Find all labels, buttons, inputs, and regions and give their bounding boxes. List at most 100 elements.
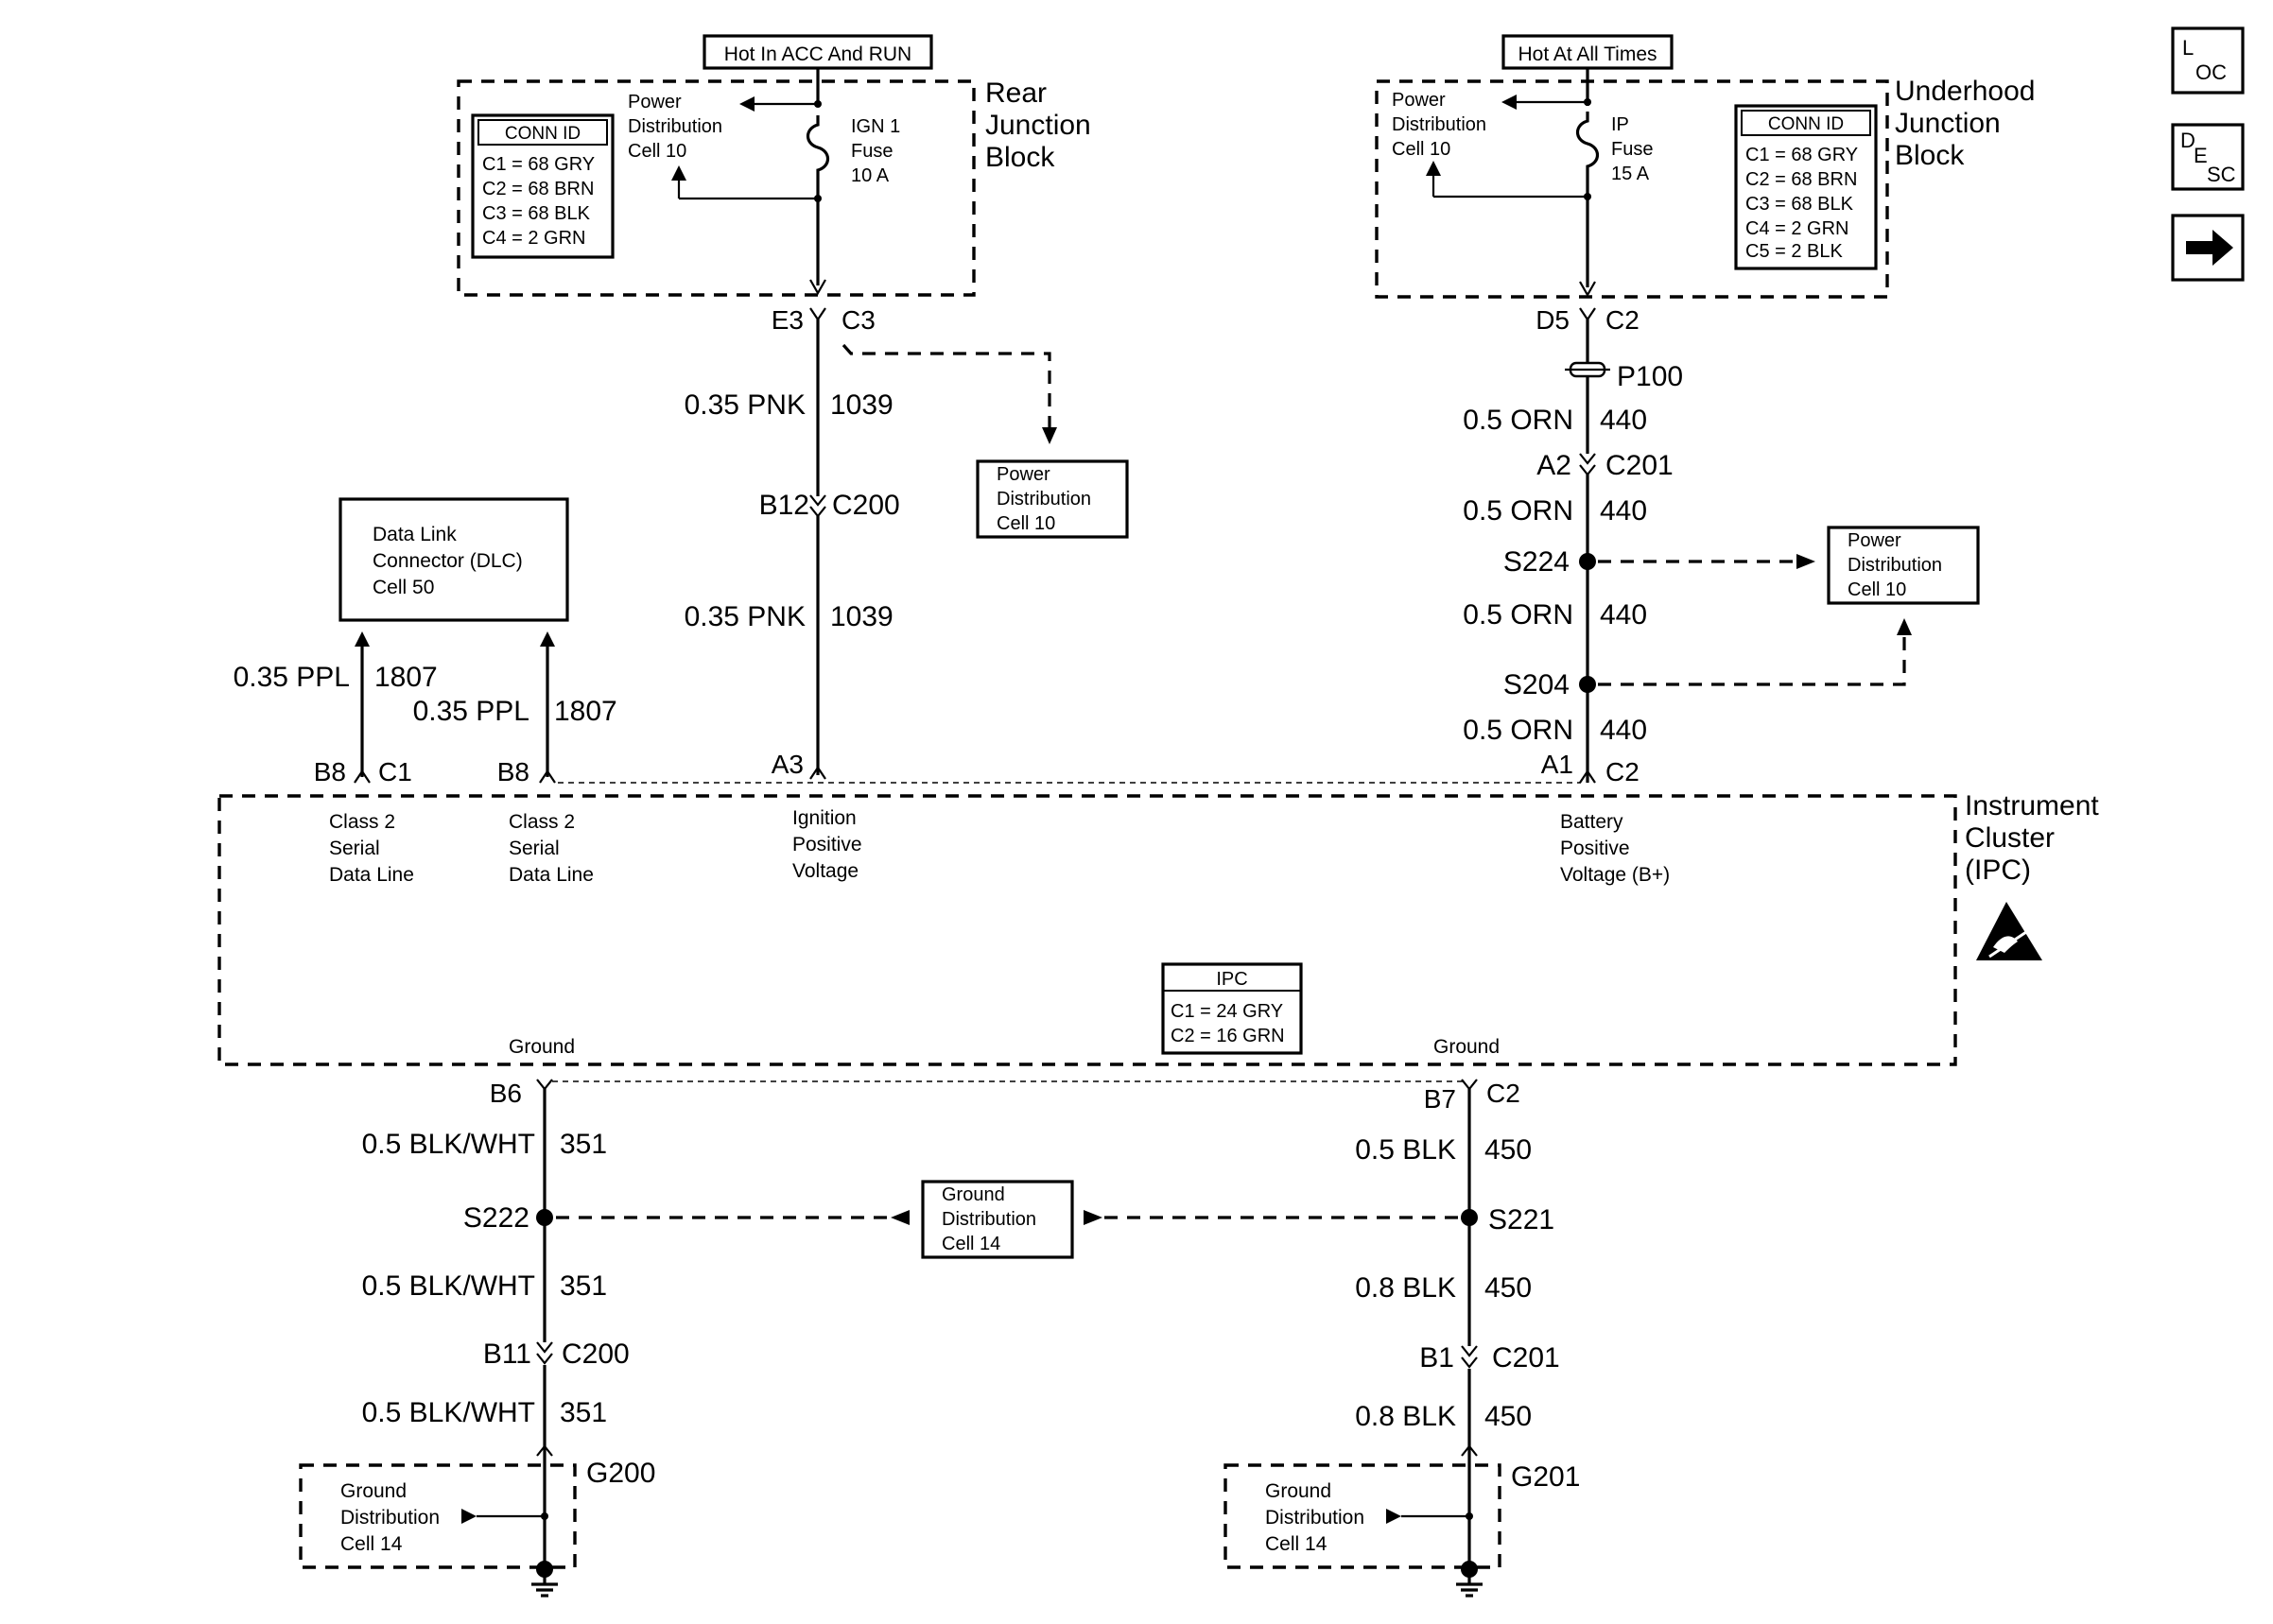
ground-g201-icon [1456, 1569, 1483, 1598]
next-button[interactable] [2171, 214, 2245, 282]
ground-right-label: Ground [1433, 1036, 1500, 1058]
ipc-name-3: (IPC) [1965, 855, 2031, 886]
g200-ground-box [299, 1463, 577, 1569]
rear-pd-ref-2: Distribution [628, 116, 722, 137]
ground-g200-icon [531, 1569, 558, 1598]
battery-3: Voltage (B+) [1560, 864, 1670, 886]
splice-s221-label: S221 [1488, 1204, 1554, 1235]
batt-wire3-size: 0.5 ORN [1463, 599, 1573, 631]
svg-text:Cell 50: Cell 50 [373, 577, 434, 598]
uh-out-conn: C2 [1605, 305, 1640, 335]
g200-gd-1: Ground [340, 1480, 407, 1502]
svg-text:C2 = 16 GRN: C2 = 16 GRN [1171, 1026, 1285, 1046]
batt-pd-ref-box[interactable]: Power Distribution Cell 10 [1827, 526, 1980, 605]
gnd-right-wire1-size: 0.5 BLK [1355, 1134, 1456, 1166]
dlc-conn-a: C1 [378, 757, 412, 786]
rear-pd-ref-3: Cell 10 [628, 141, 686, 162]
svg-text:Cell 14: Cell 14 [942, 1234, 1000, 1254]
batt-inline-conn: C201 [1605, 450, 1674, 481]
splice-s204-label: S204 [1503, 669, 1570, 700]
rear-fuse-2: Fuse [851, 141, 893, 162]
uh-jb-name-1: Underhood [1895, 76, 2035, 107]
gnd-left-inline-pin: B11 [483, 1339, 531, 1370]
uh-jb-name-3: Block [1895, 140, 1965, 171]
dlc-wire-b-num: 1807 [554, 696, 617, 727]
battery-2: Positive [1560, 838, 1630, 859]
dlc-wire-a-num: 1807 [374, 662, 438, 693]
gd-center-box[interactable]: Ground Distribution Cell 14 [921, 1180, 1074, 1259]
gnd-right-wire1-num: 450 [1484, 1134, 1532, 1166]
svg-text:C3 = 68 BLK: C3 = 68 BLK [1745, 194, 1854, 215]
ign-ipc-pin: A3 [772, 750, 804, 779]
svg-text:Power: Power [1848, 530, 1901, 551]
gnd-right-wire3-size: 0.8 BLK [1355, 1401, 1456, 1432]
batt-wire4-size: 0.5 ORN [1463, 715, 1573, 746]
ip-fuse-icon [1575, 112, 1600, 176]
g201-ground-box [1223, 1463, 1501, 1569]
uh-fuse-2: Fuse [1611, 139, 1653, 160]
dlc-pin-a: B8 [314, 757, 346, 786]
svg-text:Cell 10: Cell 10 [1848, 579, 1906, 600]
g201-gd-2: Distribution [1265, 1507, 1364, 1529]
desc-label-top: D [2180, 129, 2195, 152]
desc-button[interactable]: D E SC [2171, 123, 2245, 191]
dlc-pin-b: B8 [497, 757, 529, 786]
svg-text:C4 = 2 GRN: C4 = 2 GRN [1745, 218, 1848, 239]
g200-label: G200 [586, 1458, 655, 1489]
gnd-left-pin: B6 [490, 1079, 522, 1108]
p100-label: P100 [1617, 361, 1683, 392]
ign-wire1-size: 0.35 PNK [685, 389, 806, 421]
gnd-right-wire2-size: 0.8 BLK [1355, 1272, 1456, 1304]
rear-fuse-3: 10 A [851, 165, 890, 186]
svg-text:C5 = 2 BLK: C5 = 2 BLK [1745, 241, 1844, 262]
loc-label-top: L [2182, 36, 2194, 60]
esd-warning-icon [1976, 902, 2047, 960]
splice-s221-icon [1461, 1209, 1478, 1226]
batt-wire4-num: 440 [1600, 715, 1647, 746]
g200-gd-3: Cell 14 [340, 1533, 403, 1555]
svg-text:Distribution: Distribution [997, 489, 1091, 510]
ipc-name-1: Instrument [1965, 790, 2099, 821]
loc-button[interactable]: L OC [2171, 26, 2245, 95]
desc-label-bottom: SC [2207, 163, 2236, 186]
svg-text:CONN ID: CONN ID [1768, 114, 1844, 134]
battery-1: Battery [1560, 811, 1623, 833]
svg-text:Data Link: Data Link [373, 524, 457, 545]
svg-text:C2 = 68 BRN: C2 = 68 BRN [482, 179, 594, 199]
batt-wire1-num: 440 [1600, 405, 1647, 436]
ign-inline-conn: C200 [832, 490, 900, 521]
ign-wire2-num: 1039 [830, 601, 894, 632]
g201-gd-3: Cell 14 [1265, 1533, 1327, 1555]
uh-fuse-1: IP [1611, 114, 1629, 135]
p100-passthrough-icon [1565, 361, 1610, 378]
dlc-box[interactable]: Data Link Connector (DLC) Cell 50 [338, 497, 569, 622]
rear-fuse-1: IGN 1 [851, 116, 900, 137]
batt-ipc-conn: C2 [1605, 757, 1640, 786]
rear-out-pin: E3 [772, 305, 804, 335]
rear-conn-id-table: CONN ID C1 = 68 GRY C2 = 68 BRN C3 = 68 … [471, 113, 615, 259]
ignition-2: Positive [792, 834, 862, 855]
splice-s224-icon [1579, 553, 1596, 570]
ign-pd-ref-box[interactable]: Power Distribution Cell 10 [976, 459, 1129, 539]
gnd-right-inline-conn: C201 [1492, 1342, 1560, 1373]
rear-jb-name-1: Rear [985, 78, 1047, 109]
ignition-1: Ignition [792, 807, 857, 829]
dlc-wire-b-size: 0.35 PPL [413, 696, 529, 727]
gnd-right-pin: B7 [1424, 1084, 1456, 1114]
svg-text:IPC: IPC [1216, 969, 1247, 990]
class2-a-1: Class 2 [329, 811, 395, 833]
g201-gd-1: Ground [1265, 1480, 1331, 1502]
svg-text:Distribution: Distribution [1848, 555, 1942, 576]
dlc-wire-a-size: 0.35 PPL [234, 662, 350, 693]
gnd-right-wire3-num: 450 [1484, 1401, 1532, 1432]
gnd-left-wire2-size: 0.5 BLK/WHT [362, 1270, 535, 1302]
svg-text:Ground: Ground [942, 1184, 1005, 1205]
class2-a-2: Serial [329, 838, 380, 859]
splice-s224-label: S224 [1503, 546, 1570, 578]
svg-text:C4 = 2 GRN: C4 = 2 GRN [482, 228, 585, 249]
ign-wire1-num: 1039 [830, 389, 894, 421]
gnd-left-wire1-size: 0.5 BLK/WHT [362, 1129, 535, 1160]
rear-source-label-box [703, 34, 933, 70]
gnd-right-conn: C2 [1486, 1079, 1520, 1108]
svg-text:C1 = 68 GRY: C1 = 68 GRY [1745, 145, 1858, 165]
